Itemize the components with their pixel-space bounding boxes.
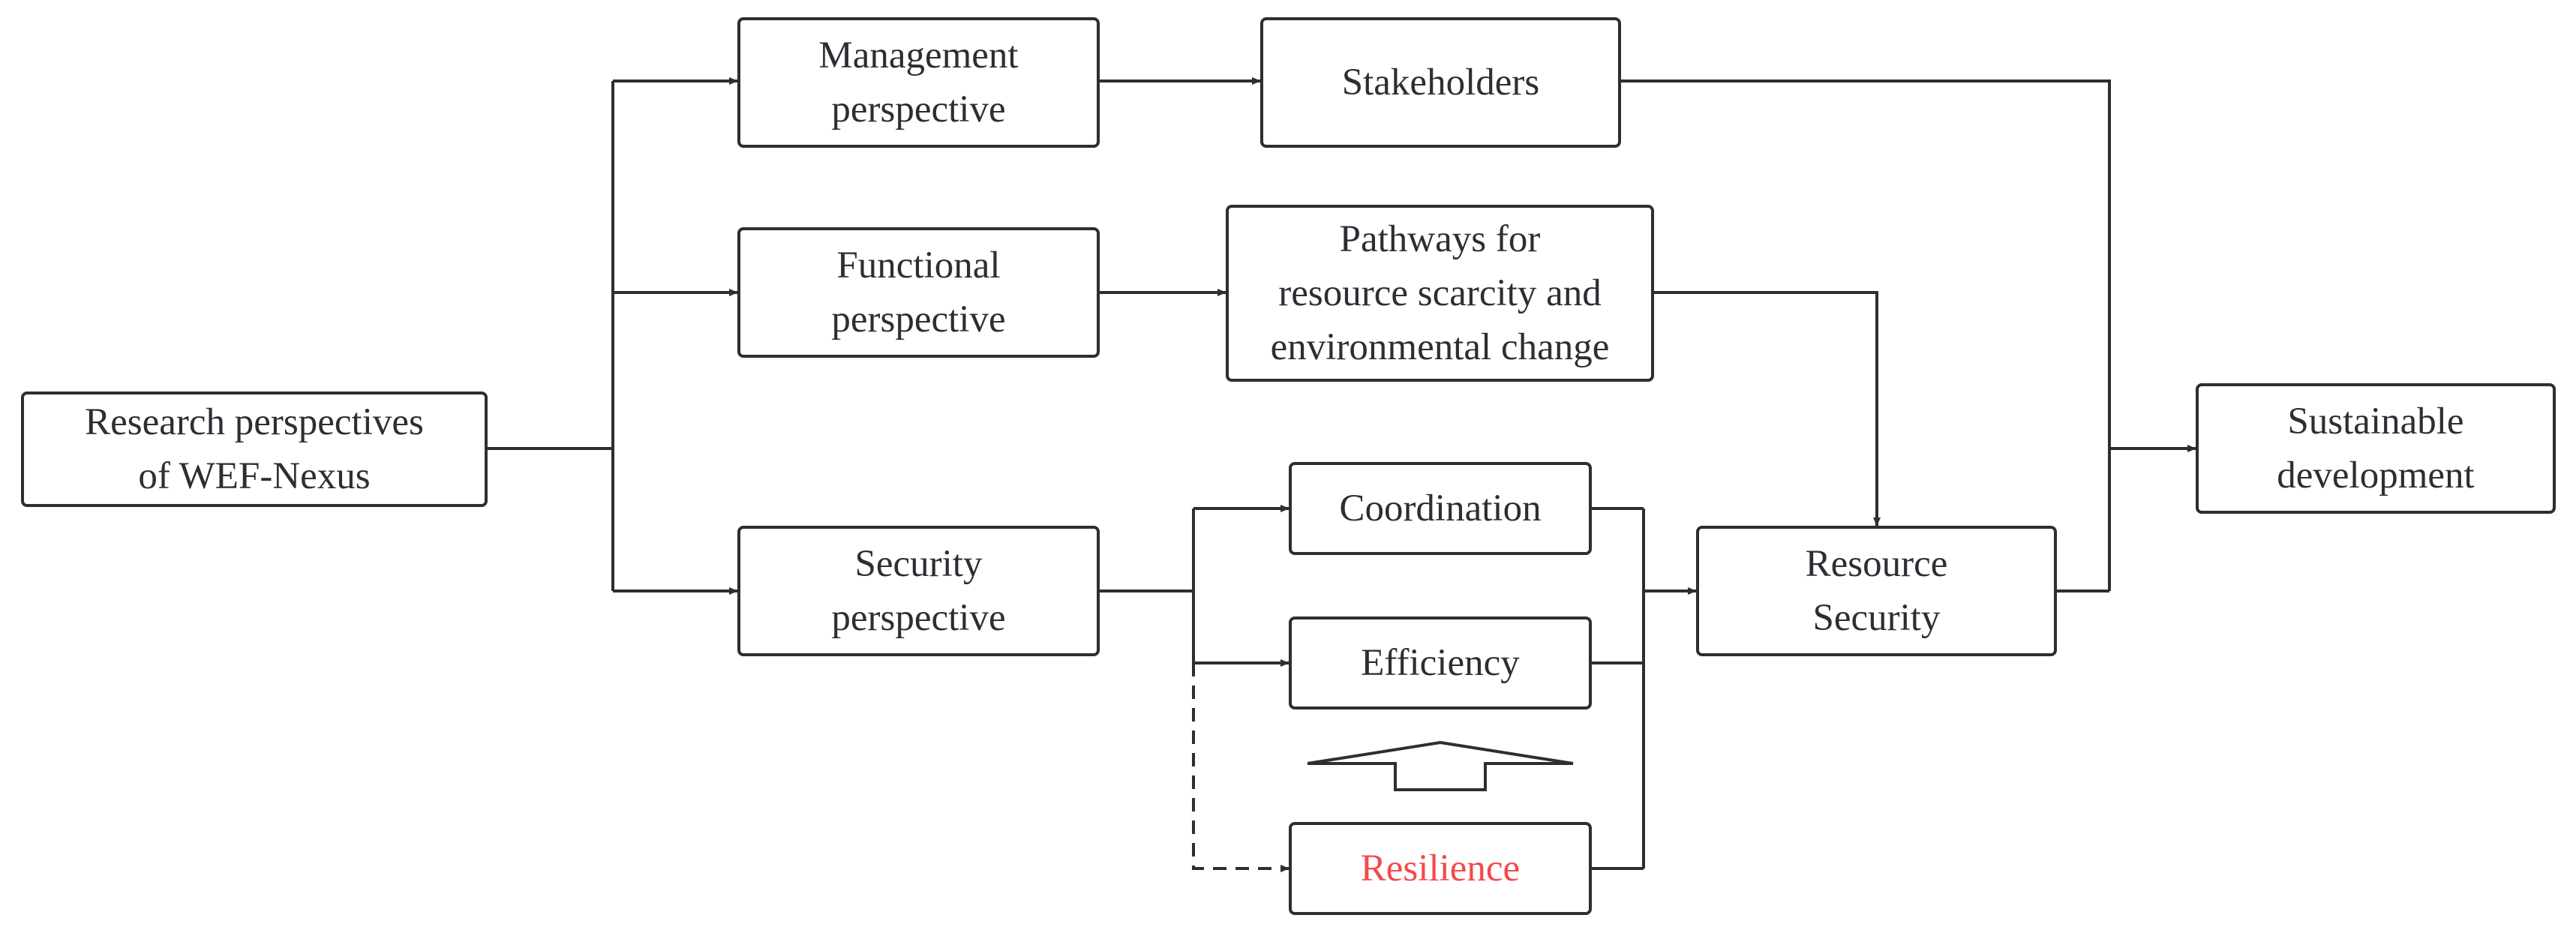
up-arrow-icon [1307, 740, 1574, 791]
node-pathways: Pathways for resource scarcity and envir… [1226, 205, 1654, 382]
node-coordination-label: Coordination [1339, 488, 1542, 530]
node-resource-security: Resource Security [1696, 526, 2057, 656]
node-research-perspectives-label: Research perspectives of WEF-Nexus [85, 401, 424, 497]
node-resource-security-label: Resource Security [1805, 543, 1948, 639]
node-resilience-label: Resilience [1360, 848, 1521, 890]
node-coordination: Coordination [1289, 462, 1592, 555]
node-functional-perspective-label: Functional perspective [831, 244, 1006, 340]
node-management-perspective-label: Management perspective [818, 34, 1019, 130]
arrow-pathways-to-resource-security [1654, 291, 1881, 526]
node-functional-perspective: Functional perspective [737, 227, 1100, 358]
node-pathways-label: Pathways for resource scarcity and envir… [1270, 218, 1610, 368]
node-sustainable-development-label: Sustainable development [2277, 400, 2475, 496]
node-stakeholders-label: Stakeholders [1341, 62, 1540, 104]
arrow-to-resilience-dashed [1192, 663, 1290, 872]
node-security-perspective-label: Security perspective [831, 543, 1006, 639]
node-security-perspective: Security perspective [737, 526, 1100, 656]
node-research-perspectives: Research perspectives of WEF-Nexus [21, 392, 488, 507]
connector-stakeholders-out [1621, 80, 2111, 591]
node-stakeholders: Stakeholders [1260, 17, 1621, 148]
node-efficiency-label: Efficiency [1361, 642, 1520, 684]
node-resilience: Resilience [1289, 822, 1592, 915]
node-sustainable-development: Sustainable development [2196, 383, 2556, 514]
node-management-perspective: Management perspective [737, 17, 1100, 148]
node-efficiency: Efficiency [1289, 616, 1592, 710]
